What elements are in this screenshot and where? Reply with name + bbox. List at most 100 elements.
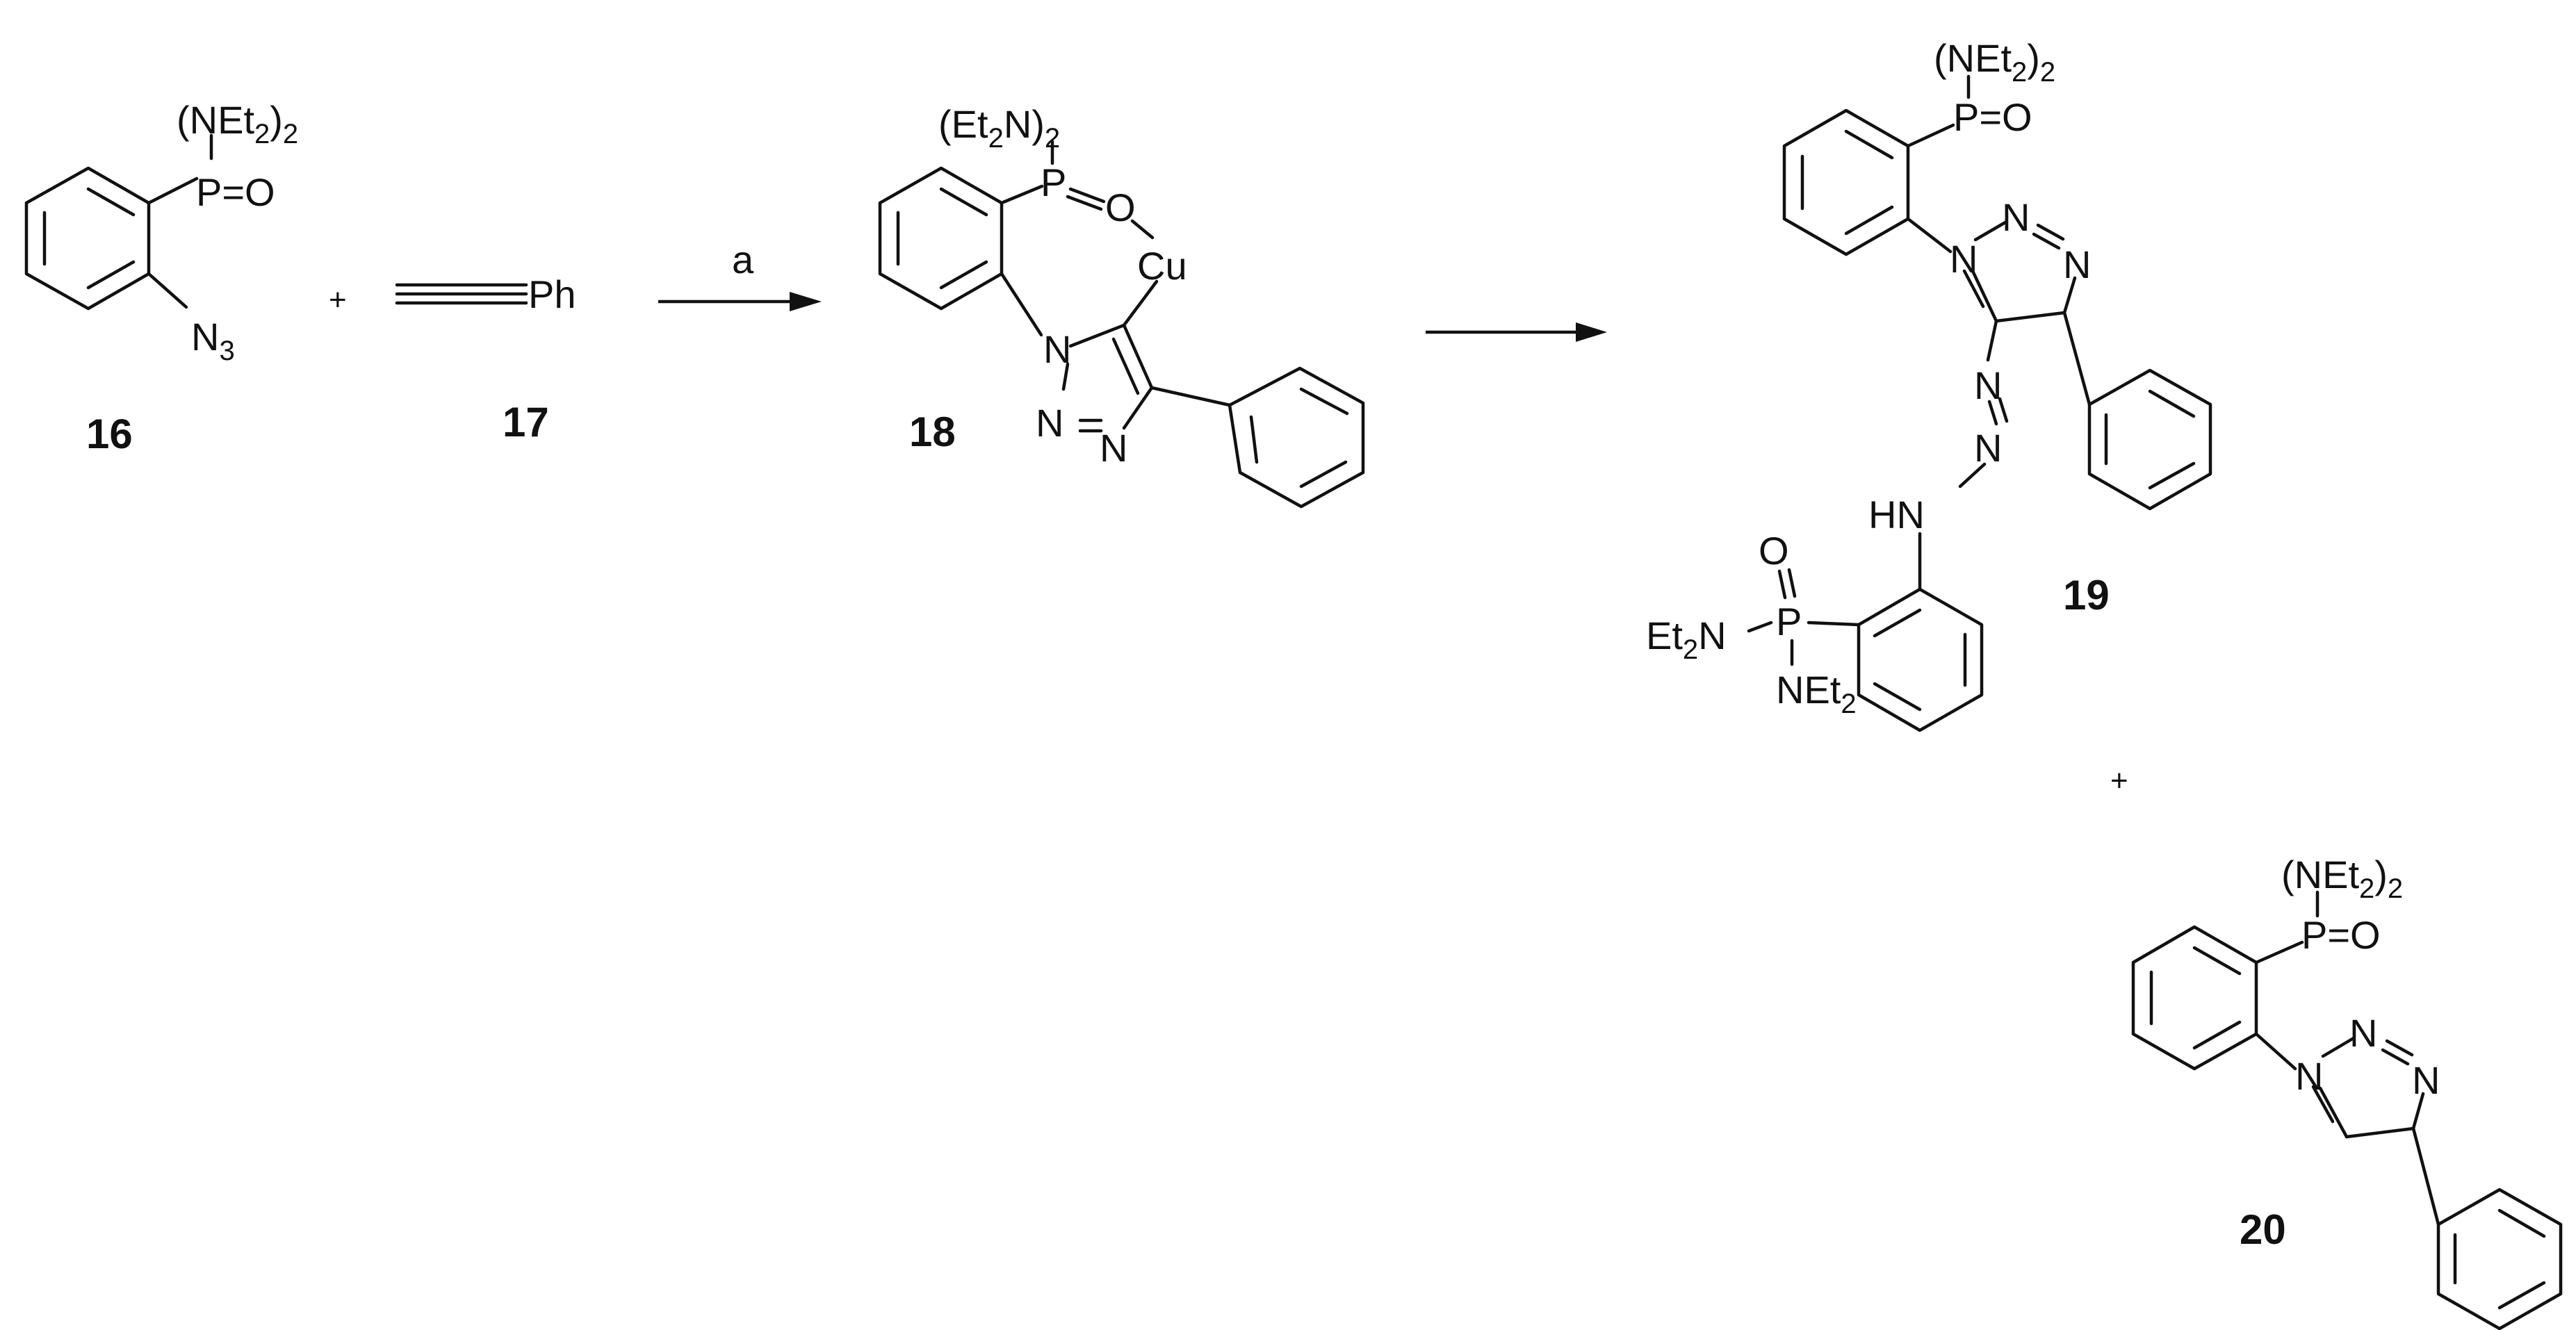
compound-18-phosphorus-label: P: [1041, 161, 1066, 204]
compound-18-n2-label: N: [1036, 401, 1063, 445]
compound-19-aryl-p-bond: [1906, 123, 1955, 148]
compound-16-ring-double-bond: [86, 187, 136, 217]
compound-18-phenyl-double-bond: [1299, 460, 1348, 489]
compound-18-copper-label: Cu: [1137, 244, 1187, 288]
compound-18-triazole-bond: [1068, 323, 1126, 348]
compound-18-n1-label: N: [1043, 327, 1071, 371]
compound-19-po-double-bond: [1787, 568, 1797, 598]
reaction-arrow-1: a: [658, 238, 822, 311]
compound-20-aryl-p-bond: [2254, 940, 2304, 964]
compound-18-phenyl-double-bond: [1299, 387, 1349, 416]
compound-19-phenyl-ring: [2087, 368, 2212, 511]
compound-20-nethyl-group: (NEt2)2: [2281, 853, 2403, 904]
compound-19-ring-double-bond: [1844, 129, 1894, 160]
reaction-condition-label: a: [732, 238, 754, 281]
compound-19-triazole-bond: [1971, 269, 1998, 323]
compound-20-triazole-n3-label: N: [2412, 1058, 2440, 1102]
compound-18-triazole-double-bond: [1111, 337, 1140, 395]
compound-19-lower-oxygen-label: O: [1759, 529, 1789, 573]
compound-18-label: 18: [909, 409, 956, 455]
reaction-arrow-2: [1426, 322, 1607, 342]
compound-20-triazole-bond: [2321, 1036, 2356, 1058]
compound-19-triazole-double-bond: [1962, 269, 1985, 309]
compound-19-triazene-double-bond: [1998, 397, 2009, 423]
compound-20-aryl-n-bond: [2254, 1032, 2297, 1071]
compound-20-triazole-n2-label: N: [2349, 1011, 2377, 1055]
compound-18-oxygen-label: O: [1105, 186, 1136, 229]
compound-19-aryl-n-bond: [1906, 217, 1953, 254]
compound-18-ethylamino-group: (Et2N)2: [938, 102, 1060, 154]
compound-19-triazene-n-label: N: [1974, 363, 2002, 407]
plus-sign: +: [2110, 764, 2128, 798]
compound-20-phosphoryl-label: P=O: [2301, 913, 2381, 957]
compound-19-ring-double-bond: [1873, 608, 1922, 638]
compound-16-ring-double-bond: [86, 260, 136, 290]
compound-19-triazole-nn-double-bond: [2032, 232, 2061, 250]
compound-18-cu-c-bond: [1122, 279, 1159, 327]
compound-18-structure: (Et2N)2 P O Cu N N N 18: [878, 102, 1365, 509]
compound-20-triazole-bond: [2411, 1092, 2425, 1131]
compound-19-lower-phosphorus-label: P: [1776, 600, 1802, 643]
compound-17-structure: Ph 17: [395, 272, 576, 445]
compound-18-n3-label: N: [1100, 426, 1127, 470]
compound-18-phenyl-double-bond: [1249, 415, 1259, 464]
compound-19-phenyl-double-bond: [2148, 389, 2196, 418]
compound-20-phenyl-double-bond: [2497, 1281, 2546, 1310]
compound-19-upper-phosphoryl-label: P=O: [1953, 95, 2032, 139]
compound-19-phenyl-link: [2062, 311, 2092, 407]
compound-18-po-double-bond: [1066, 195, 1103, 211]
compound-20-label: 20: [2240, 1206, 2286, 1253]
compound-20-ring-double-bond: [2192, 946, 2242, 976]
compound-19-triazene-double-bond: [1987, 400, 1998, 426]
compound-18-phenyl-link: [1150, 386, 1232, 407]
compound-19-triazole-bond: [1994, 311, 2066, 323]
compound-19-triazole-bond: [2062, 276, 2077, 315]
plus-sign: +: [329, 283, 347, 317]
reaction-arrow-1-head: [790, 292, 822, 311]
compound-19-triazole-n1-label: N: [1950, 237, 1978, 281]
compound-20-triazole-bond: [2345, 1126, 2415, 1139]
compound-18-o-cu-bond: [1130, 219, 1155, 240]
compound-19-po-double-bond: [1777, 569, 1787, 600]
compound-18-triazole-bond: [1122, 323, 1154, 390]
compound-19-aryl-p-bond: [1807, 621, 1861, 627]
compound-18-po-double-bond: [1068, 187, 1106, 204]
compound-19-ring-double-bond: [1873, 682, 1922, 712]
compound-18-ring-double-bond: [939, 187, 988, 217]
compound-17-label: 17: [503, 399, 549, 445]
compound-19-triazole-bond: [1973, 220, 2007, 242]
compound-18-phenyl-ring: [1228, 366, 1365, 509]
compound-20-triazole-bond: [2318, 1086, 2349, 1139]
compound-16-azide-label: N3: [191, 315, 235, 366]
compound-20-structure: (NEt2)2 P=O N N N 20: [2131, 853, 2563, 1330]
compound-16-phosphoryl-label: P=O: [196, 170, 275, 214]
compound-19-triazene-bond: [1958, 462, 1987, 489]
compound-19-structure: (NEt2)2 P=O N N N N N HN O P Et2N NEt2 1…: [1646, 36, 2212, 732]
compound-18-triazole-bond: [1061, 362, 1070, 391]
compound-19-triazene-n-label: N: [1974, 426, 2002, 470]
compound-19-phenyl-double-bond: [2148, 461, 2196, 490]
compound-20-triazole-nn-double-bond: [2385, 1039, 2414, 1057]
compound-19-p-n-bond: [1747, 621, 1773, 633]
compound-18-aryl-n-bond: [1000, 272, 1043, 337]
compound-19-triazene-bond: [1986, 319, 1998, 362]
compound-20-phenyl-link: [2411, 1126, 2440, 1226]
compound-17-phenyl-label: Ph: [528, 272, 576, 316]
reaction-arrow-2-head: [1576, 322, 1607, 342]
compound-20-phenyl-ring: [2436, 1188, 2563, 1330]
compound-19-label: 19: [2063, 572, 2110, 618]
compound-16-label: 16: [86, 411, 133, 457]
compound-18-ring-double-bond: [939, 260, 988, 290]
compound-16-azide-bond: [147, 272, 188, 309]
compound-16-nethyl-group: (NEt2)2: [177, 98, 298, 149]
compound-19-ring-double-bond: [1844, 205, 1894, 236]
compound-20-triazole-nn-double-bond: [2381, 1048, 2410, 1066]
compound-20-triazole-double-bond: [2311, 1085, 2335, 1124]
compound-19-upper-nethyl-group: (NEt2)2: [1934, 36, 2055, 88]
compound-19-triazole-nn-double-bond: [2036, 223, 2065, 241]
compound-16-phosphoryl-bond: [147, 176, 199, 205]
compound-19-triazole-n2-label: N: [2002, 195, 2030, 239]
compound-19-nh-label: HN: [1868, 493, 1925, 536]
compound-19-diethylamino-bottom: NEt2: [1776, 668, 1857, 719]
